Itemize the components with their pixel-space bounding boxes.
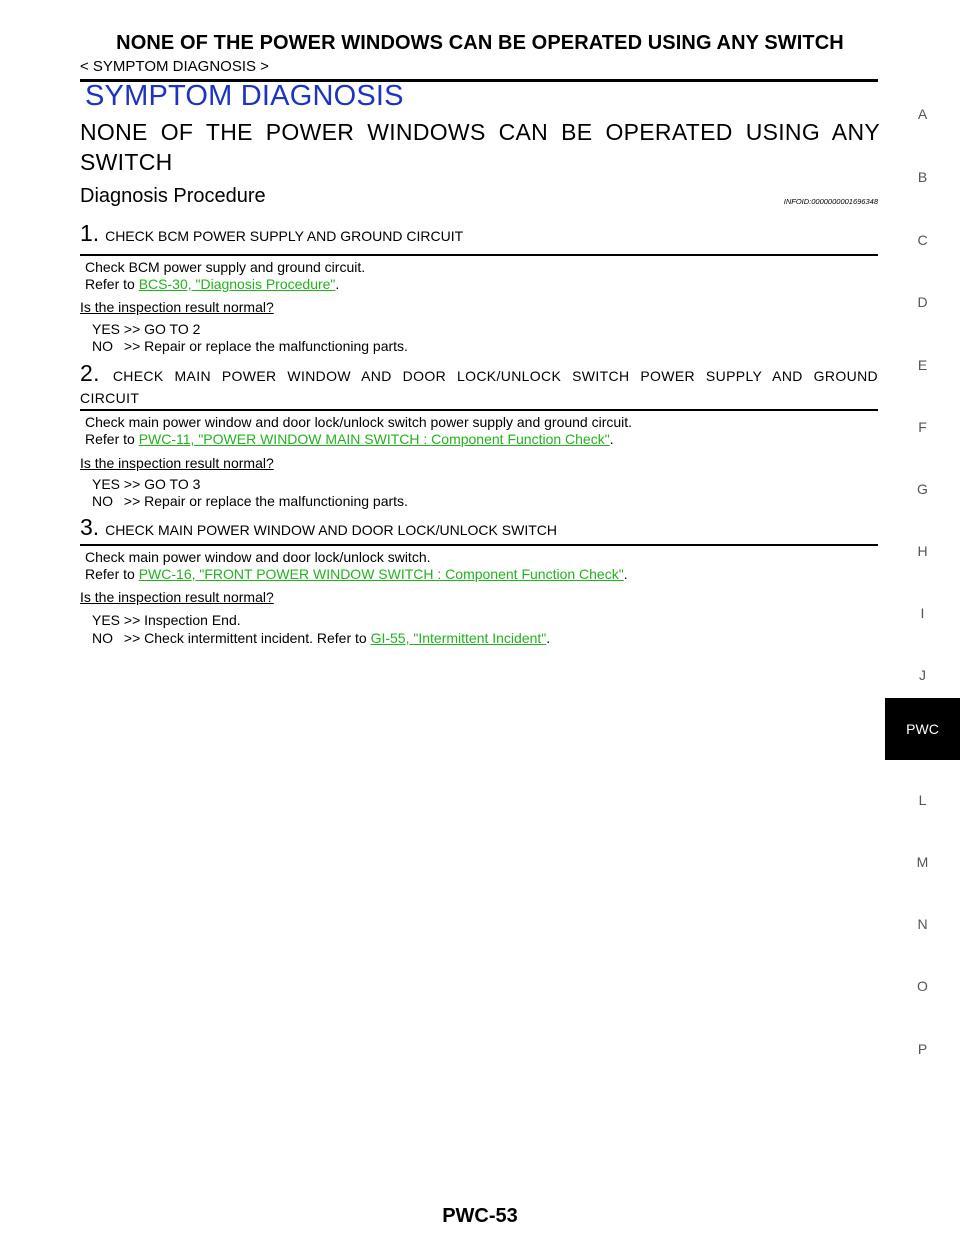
tab-i[interactable]: I [920,605,925,621]
refer-prefix: Refer to [85,276,139,292]
info-id: INFOID:0000000001696348 [783,197,878,206]
tab-pwc-active[interactable]: PWC [885,698,960,760]
step-3-divider [80,544,878,546]
step-heading-text: CHECK MAIN POWER WINDOW AND DOOR LOCK/UN… [80,368,878,406]
no-text-suffix: . [546,630,551,646]
step-1-no: NO >> Repair or replace the malfunctioni… [92,338,408,355]
step-3-instruction: Check main power window and door lock/un… [85,549,431,565]
yes-text: >> GO TO 2 [123,321,201,337]
yes-text: >> Inspection End. [123,612,241,628]
step-2-reference-link[interactable]: PWC-11, "POWER WINDOW MAIN SWITCH : Comp… [138,431,610,447]
step-2-no: NO >> Repair or replace the malfunctioni… [92,493,408,510]
tab-g[interactable]: G [917,481,928,497]
refer-prefix: Refer to [85,566,139,582]
header-divider [80,79,878,82]
tab-p[interactable]: P [917,1041,928,1057]
yes-text: >> GO TO 3 [123,476,201,492]
yes-label: YES [92,476,121,492]
step-1-yes: YES >> GO TO 2 [92,321,200,338]
no-text: >> Repair or replace the malfunctioning … [123,338,408,354]
no-text: >> Check intermittent incident. Refer to [123,630,371,646]
step-1-instruction: Check BCM power supply and ground circui… [85,259,366,275]
no-label: NO [92,338,113,354]
tab-c[interactable]: C [917,232,928,248]
step-3-reference: Refer to PWC-16, "FRONT POWER WINDOW SWI… [85,566,628,583]
step-1-divider [80,254,878,256]
step-1-reference: Refer to BCS-30, "Diagnosis Procedure". [85,276,339,293]
step-1-reference-link[interactable]: BCS-30, "Diagnosis Procedure" [138,276,336,292]
yes-label: YES [92,612,121,628]
tab-o[interactable]: O [917,978,928,994]
refer-suffix: . [335,276,340,292]
page-number: PWC-53 [442,1205,518,1227]
refer-suffix: . [609,431,614,447]
step-3-question: Is the inspection result normal? [80,589,274,605]
step-2-question: Is the inspection result normal? [80,455,274,471]
step-number: 3. [80,514,100,540]
no-label: NO [92,630,113,646]
step-3-no: NO >> Check intermittent incident. Refer… [92,630,550,647]
tab-d[interactable]: D [917,294,928,310]
tab-b[interactable]: B [917,169,928,185]
tab-e[interactable]: E [917,357,928,373]
step-3-yes: YES >> Inspection End. [92,612,241,629]
tab-j[interactable]: J [919,667,926,683]
step-2-heading: 2. CHECK MAIN POWER WINDOW AND DOOR LOCK… [80,362,878,409]
step-heading-text: CHECK MAIN POWER WINDOW AND DOOR LOCK/UN… [105,522,557,538]
step-1-heading: 1. CHECK BCM POWER SUPPLY AND GROUND CIR… [80,222,878,247]
breadcrumb: < SYMPTOM DIAGNOSIS > [80,58,269,75]
section-title: SYMPTOM DIAGNOSIS [85,80,404,112]
no-text: >> Repair or replace the malfunctioning … [123,493,408,509]
tab-h[interactable]: H [917,543,928,559]
step-number: 1. [80,220,100,246]
page-header-title: NONE OF THE POWER WINDOWS CAN BE OPERATE… [116,32,844,54]
step-heading-text: CHECK BCM POWER SUPPLY AND GROUND CIRCUI… [105,228,464,244]
main-title: NONE OF THE POWER WINDOWS CAN BE OPERATE… [80,119,880,175]
step-3-reference-link[interactable]: PWC-16, "FRONT POWER WINDOW SWITCH : Com… [138,566,624,582]
tab-l[interactable]: L [918,792,927,808]
yes-label: YES [92,321,121,337]
tab-a[interactable]: A [917,106,928,122]
tab-f[interactable]: F [918,419,927,435]
step-2-reference: Refer to PWC-11, "POWER WINDOW MAIN SWIT… [85,431,614,448]
no-label: NO [92,493,113,509]
step-2-yes: YES >> GO TO 3 [92,476,200,493]
procedure-title: Diagnosis Procedure [80,185,266,207]
step-3-intermittent-link[interactable]: GI-55, "Intermittent Incident" [370,630,547,646]
refer-suffix: . [623,566,628,582]
refer-prefix: Refer to [85,431,139,447]
step-3-heading: 3. CHECK MAIN POWER WINDOW AND DOOR LOCK… [80,516,878,541]
step-number: 2. [80,360,100,386]
step-2-instruction: Check main power window and door lock/un… [85,414,633,430]
step-2-divider [80,409,878,411]
step-1-question: Is the inspection result normal? [80,299,274,315]
tab-n[interactable]: N [917,916,928,932]
tab-m[interactable]: M [916,854,929,870]
